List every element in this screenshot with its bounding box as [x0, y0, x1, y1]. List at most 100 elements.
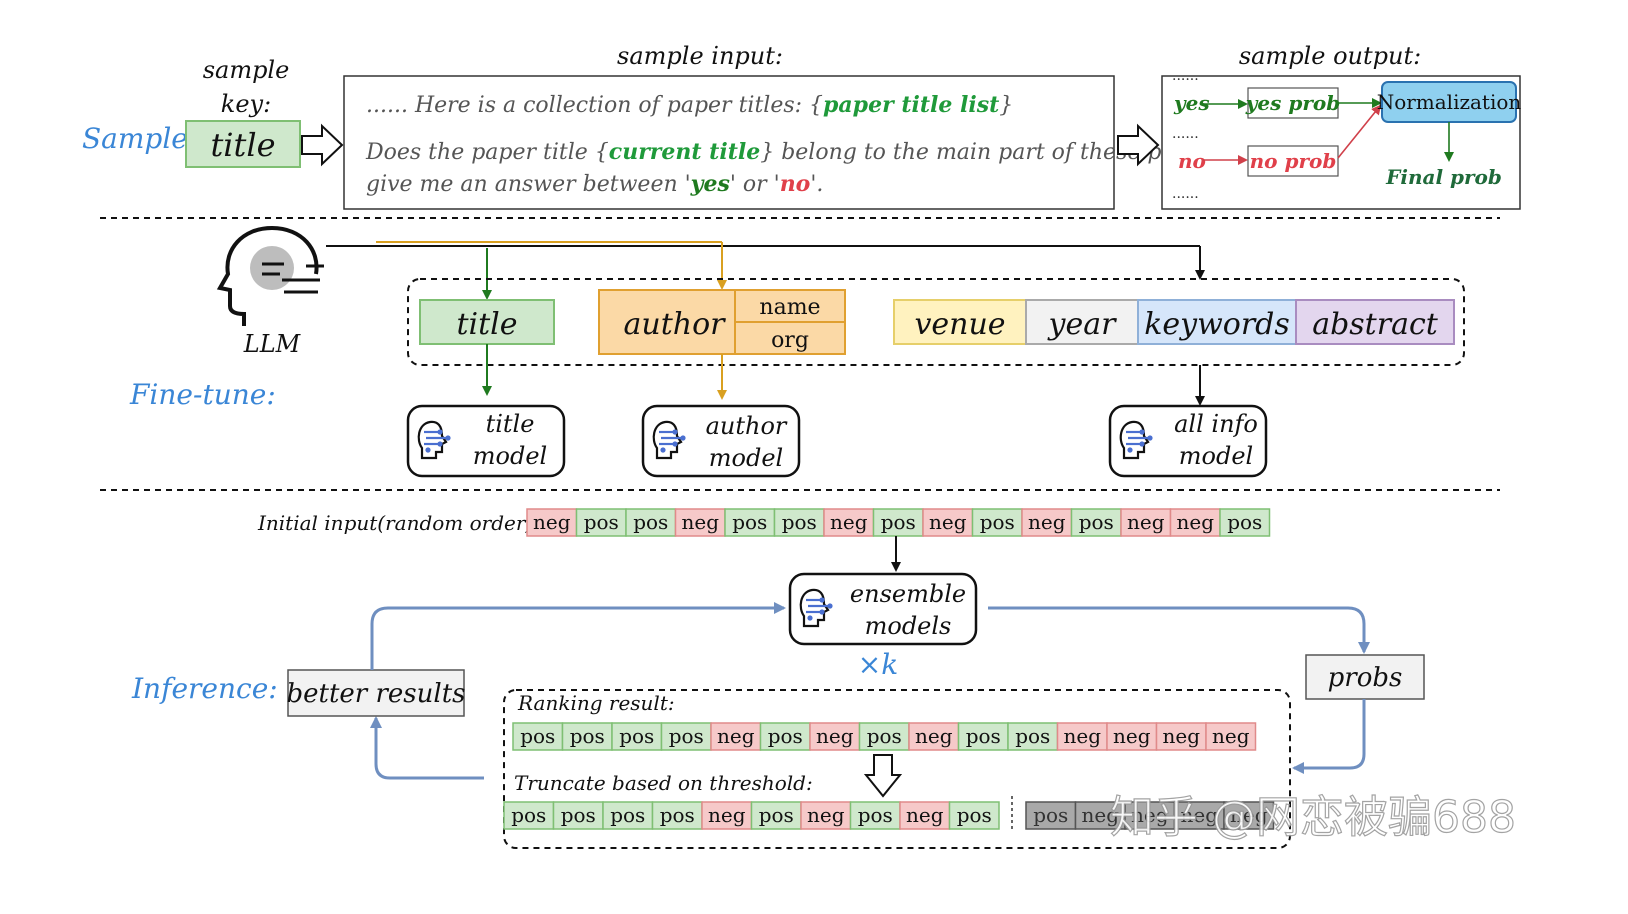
token-label: neg [1131, 803, 1169, 827]
token-cell [809, 722, 861, 751]
token-label: neg [1180, 803, 1218, 827]
token-label: pos [966, 724, 1001, 748]
token-label: pos [1227, 510, 1262, 534]
token-label: neg [1230, 803, 1268, 827]
token-cell [701, 801, 753, 830]
token-label: pos [669, 724, 704, 748]
token-cell [625, 508, 677, 537]
token-label: neg [1176, 510, 1214, 534]
token-label: neg [1212, 724, 1250, 748]
token-label: pos [610, 803, 645, 827]
hollow-arrow-truncate [863, 754, 903, 798]
arrow-better-to-ensemble [370, 602, 786, 670]
all-info-model-line2: model [1179, 442, 1253, 470]
author-model-line1: author [706, 412, 788, 440]
token-label: neg [1028, 510, 1066, 534]
field-name: name [759, 295, 820, 320]
token-cell [823, 508, 875, 537]
hollow-arrow-key-to-input [301, 123, 344, 167]
final-prob-label: Final prob [1385, 165, 1502, 189]
finetune-section-label: Fine-tune: [129, 378, 276, 411]
token-label: neg [929, 510, 967, 534]
field-title: title [456, 307, 517, 342]
token-cell [759, 722, 811, 751]
token-label: pos [881, 510, 916, 534]
sample-input-line1: ...... Here is a collection of paper tit… [366, 92, 1013, 118]
ranking-dashed-box [503, 689, 1291, 849]
output-dots-3: ...... [1172, 186, 1199, 202]
ensemble-line1: ensemble [850, 580, 966, 608]
field-venue: venue [914, 307, 1005, 342]
token-label: neg [1127, 510, 1165, 534]
title-model-box [406, 404, 566, 478]
token-label: neg [708, 803, 746, 827]
output-dots-2: ...... [1172, 126, 1199, 142]
token-label: pos [1079, 510, 1114, 534]
sample-output-heading: sample output: [1239, 42, 1421, 70]
sample-input-heading: sample input: [617, 42, 783, 70]
token-cell [773, 508, 825, 537]
token-cell [1205, 722, 1257, 751]
token-label: pos [732, 510, 767, 534]
ensemble-line2: models [865, 612, 952, 640]
token-label: neg [906, 803, 944, 827]
token-label: pos [561, 803, 596, 827]
token-cell [1106, 722, 1158, 751]
token-label: pos [867, 724, 902, 748]
token-cell [1173, 801, 1225, 830]
token-label: pos [1033, 803, 1068, 827]
arrow-ranking-to-better [370, 716, 484, 780]
token-cell [1223, 801, 1275, 830]
token-cell [503, 801, 555, 830]
better-results-label: better results [286, 679, 465, 709]
token-label: neg [1113, 724, 1151, 748]
probs-label: probs [1328, 663, 1403, 693]
token-cell [899, 801, 951, 830]
field-title-box [419, 299, 555, 345]
title-model-line1: title [486, 410, 535, 438]
token-label: pos [520, 724, 555, 748]
token-label: pos [858, 803, 893, 827]
field-abstract: abstract [1312, 307, 1439, 342]
token-label: pos [511, 803, 546, 827]
yes-prob-label: yes prob [1245, 91, 1340, 115]
token-cell [512, 722, 564, 751]
token-label: pos [619, 724, 654, 748]
token-cell [1056, 722, 1108, 751]
field-year: year [1047, 307, 1118, 342]
token-cell [660, 722, 712, 751]
no-prob-label: no prob [1250, 149, 1337, 173]
token-cell [750, 801, 802, 830]
token-label: pos [633, 510, 668, 534]
token-cell [800, 801, 852, 830]
field-name-box [734, 289, 846, 323]
token-cell [971, 508, 1023, 537]
token-cell [908, 722, 960, 751]
token-label: pos [570, 724, 605, 748]
token-label: neg [717, 724, 755, 748]
token-cell [552, 801, 604, 830]
arrow-noprob-to-norm [1337, 104, 1382, 159]
token-cell [957, 722, 1009, 751]
output-dots-1: ...... [1172, 68, 1199, 84]
arrow-probs-to-ranking [1292, 699, 1366, 774]
token-label: neg [533, 510, 571, 534]
title-model-line2: model [473, 442, 547, 470]
no-prob-box [1247, 145, 1339, 177]
sample-input-line2: Does the paper title {current title} bel… [365, 139, 1230, 165]
sample-key-value: title [210, 126, 275, 164]
truncate-label: Truncate based on threshold: [514, 771, 813, 795]
output-no: no [1178, 149, 1206, 173]
ranking-result-label: Ranking result: [517, 691, 675, 715]
sample-key-label-1: sample [203, 56, 290, 84]
token-cell [674, 508, 726, 537]
initial-input-label: Initial input(random order): [257, 511, 540, 535]
token-cell [948, 801, 1000, 830]
token-cell [1070, 508, 1122, 537]
token-label: pos [660, 803, 695, 827]
sample-section-label: Sample: [82, 122, 197, 155]
